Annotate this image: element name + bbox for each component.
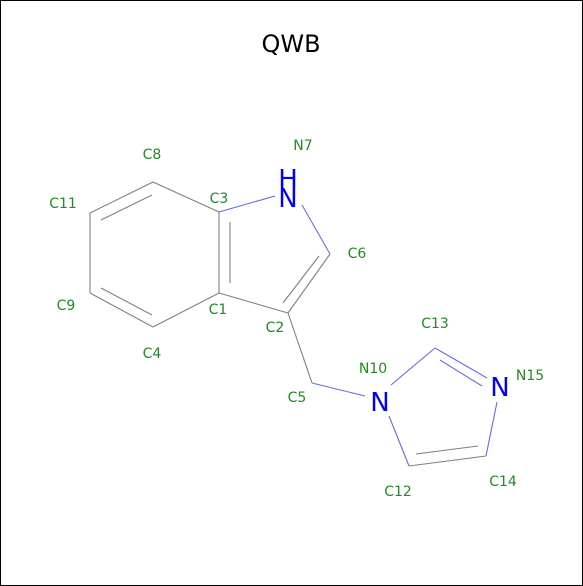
atom-label-c6: C6 xyxy=(348,246,367,262)
bond-c2-c5 xyxy=(287,312,313,384)
bond-c8-c11-inner xyxy=(100,194,153,221)
bond-c14-c12 xyxy=(408,455,487,467)
atom-label-c8: C8 xyxy=(143,147,162,163)
atom-label-n15: N15 xyxy=(516,368,544,384)
bond-c5-n10 xyxy=(311,382,366,397)
molecule-title: QWB xyxy=(261,30,320,58)
bond-c8-c11 xyxy=(89,181,154,214)
bond-n10-c13 xyxy=(390,347,436,386)
bond-c14-c12-inner xyxy=(415,445,479,455)
element-symbol-layer: H N N N xyxy=(278,165,510,418)
atom-label-c14: C14 xyxy=(489,474,517,490)
n15-nitrogen-symbol: N xyxy=(490,373,509,403)
bond-n7-c6 xyxy=(301,204,331,255)
bond-n15-c14 xyxy=(485,401,498,457)
atom-label-c12: C12 xyxy=(384,484,412,500)
bond-layer xyxy=(89,181,498,467)
n7-nitrogen-symbol: N xyxy=(278,184,297,214)
atom-label-c2: C2 xyxy=(266,320,285,336)
bond-c3-n7 xyxy=(218,195,276,213)
bond-c3-c8 xyxy=(152,181,220,213)
bond-c9-c4 xyxy=(89,292,154,328)
atom-label-n7: N7 xyxy=(293,138,312,154)
atom-label-c3: C3 xyxy=(210,191,229,207)
atom-label-c5: C5 xyxy=(288,390,307,406)
atom-label-c1: C1 xyxy=(209,302,228,318)
bond-c13-n15-inner xyxy=(439,359,483,387)
atom-label-c13: C13 xyxy=(421,316,449,332)
n7-hydrogen-symbol: H xyxy=(278,165,298,195)
atom-label-n10: N10 xyxy=(359,361,387,377)
atom-label-c11: C11 xyxy=(49,196,77,212)
bond-c12-n10 xyxy=(388,415,410,467)
bond-c6-c2 xyxy=(287,253,331,314)
atom-label-c9: C9 xyxy=(57,298,76,314)
bond-c2-c1 xyxy=(218,292,289,314)
bond-c9-c4-inner xyxy=(100,287,153,316)
n10-nitrogen-symbol: N xyxy=(370,388,389,418)
atom-label-layer: C8 N7 C11 C3 C6 C9 C1 C2 C13 C4 N10 N15 … xyxy=(49,138,544,500)
bond-c4-c1 xyxy=(152,292,220,328)
atom-label-c4: C4 xyxy=(143,346,162,362)
bond-c13-n15 xyxy=(434,347,488,379)
bond-c6-c2-inner xyxy=(282,255,320,304)
